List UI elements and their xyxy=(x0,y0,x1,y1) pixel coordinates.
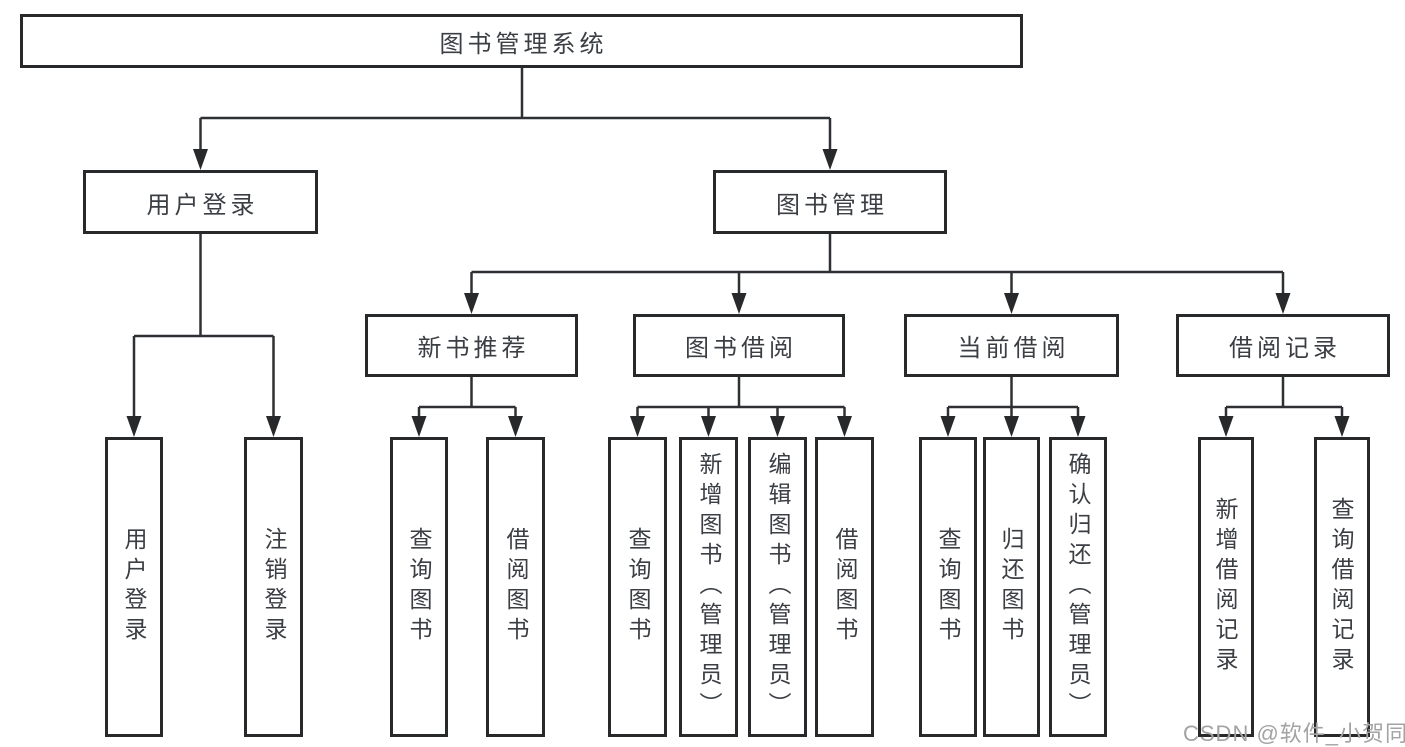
node-leaf-add-book-admin: 新增图书（管理员） xyxy=(679,437,738,737)
node-new-book-recommend: 新书推荐 xyxy=(365,314,578,377)
node-root: 图书管理系统 xyxy=(20,14,1023,68)
node-leaf-query-borrow-record: 查询借阅记录 xyxy=(1314,437,1370,737)
node-leaf-borrow-book: 借阅图书 xyxy=(815,437,874,737)
node-leaf-return-book: 归还图书 xyxy=(983,437,1040,737)
watermark-text: CSDN @软件_小贺同学 xyxy=(1183,721,1405,746)
node-leaf-edit-book-admin: 编辑图书（管理员） xyxy=(748,437,807,737)
node-book-borrow: 图书借阅 xyxy=(633,314,845,377)
node-leaf-logout: 注销登录 xyxy=(244,437,303,737)
node-current-borrow: 当前借阅 xyxy=(904,314,1119,377)
node-leaf-query-book-recommend: 查询图书 xyxy=(390,437,448,737)
arrowheads xyxy=(126,149,1350,437)
node-leaf-confirm-return-admin: 确认归还（管理员） xyxy=(1049,437,1107,737)
connector-paths xyxy=(132,68,1344,418)
node-book-management: 图书管理 xyxy=(713,170,947,234)
node-leaf-borrow-book-recommend: 借阅图书 xyxy=(486,437,545,737)
node-leaf-add-borrow-record: 新增借阅记录 xyxy=(1198,437,1254,737)
node-leaf-query-book-current: 查询图书 xyxy=(919,437,977,737)
node-user-login: 用户登录 xyxy=(83,170,318,234)
node-leaf-user-login: 用户登录 xyxy=(105,437,163,737)
node-borrow-records: 借阅记录 xyxy=(1176,314,1390,377)
node-leaf-query-book-borrow: 查询图书 xyxy=(608,437,667,737)
